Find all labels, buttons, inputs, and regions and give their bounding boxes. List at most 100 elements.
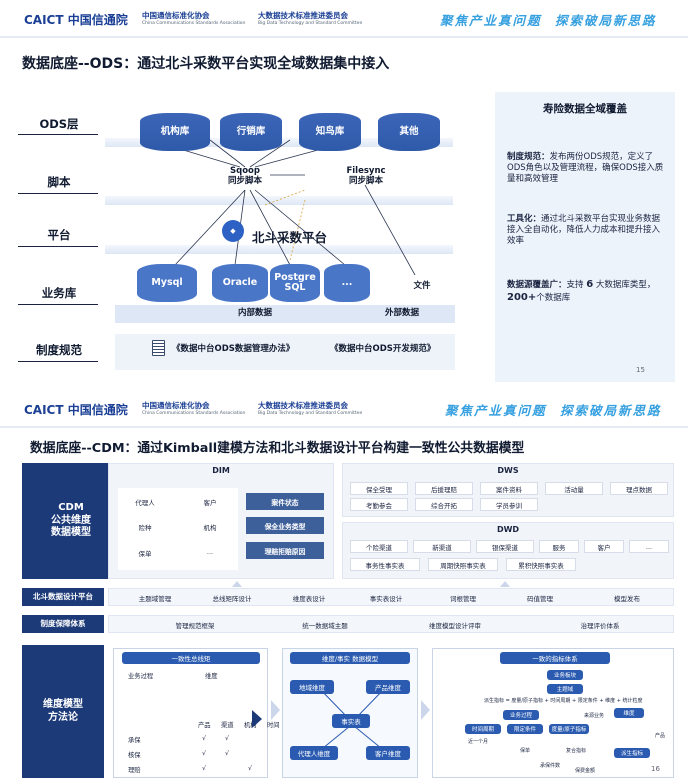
db-name-l2: SQL — [284, 282, 306, 293]
dwd-item: ... — [629, 540, 669, 553]
layer-divider — [18, 246, 98, 247]
ods-table: 行销库 — [220, 113, 282, 151]
index-misc: 承保件数 — [540, 763, 561, 769]
dws-item: 案件资料 — [480, 482, 538, 495]
platform-band — [105, 245, 453, 254]
db-type-count: 6 — [586, 279, 594, 290]
internal-data-label: 内部数据 — [237, 308, 272, 318]
star-dim: 客户维度 — [366, 746, 410, 760]
platform-item: 总线矩阵设计 — [212, 595, 252, 603]
policy-item: 管理规范框架 — [175, 622, 215, 630]
db-count: 200+ — [507, 292, 537, 304]
index-misc: 复合指标 — [566, 748, 587, 754]
layer-divider — [18, 193, 98, 194]
biz-db: ... — [324, 264, 370, 302]
slogan-right: 探索破局新思路 — [560, 403, 662, 418]
check-mark: √ — [225, 750, 230, 757]
index-node: 业务过程 — [503, 710, 539, 720]
policy-item: 统一数据域主题 — [302, 622, 348, 630]
layer-label: ODS层 — [39, 117, 79, 131]
policy-item: 治理评价体系 — [580, 622, 620, 630]
panel-item-coverage: 数据源覆盖广：支持 6 大数据库类型，200+个数据库 — [507, 278, 667, 304]
db-name-l1: Postgre — [274, 272, 316, 284]
bdc-sub: Big Data Technology and Standard Committ… — [258, 21, 363, 26]
ccsa-name: 中国通信标准化协会 — [142, 401, 210, 410]
platform-item: 维度表设计 — [292, 595, 326, 603]
doc-ods-dev: 《数据中台ODS开发规范》 — [330, 344, 436, 354]
dwd-fact-table: 累积快照事实表 — [506, 558, 576, 571]
ods-table: 其他 — [378, 113, 440, 151]
star-dim: 代理人维度 — [290, 746, 338, 760]
item-body: 大数据库类型， — [593, 280, 656, 290]
item-body: 个数据库 — [536, 293, 571, 304]
policy-row-label: 制度保障体系 — [22, 615, 104, 633]
platform-item: 模型发布 — [614, 595, 640, 603]
db-name: ... — [341, 277, 353, 289]
index-misc: 来源业务 — [584, 713, 605, 719]
layer-label: 脚本 — [47, 175, 71, 189]
layer-label: 平台 — [47, 228, 71, 242]
script-type: 同步脚本 — [348, 175, 383, 186]
page-number: 16 — [651, 765, 660, 773]
script-band — [105, 196, 453, 205]
external-data-label: 外部数据 — [384, 308, 419, 318]
bdc-sub: Big Data Technology and Standard Committ… — [258, 411, 363, 416]
arrow-icon — [271, 700, 280, 720]
caict-logo: CAICT 中国信通院 — [24, 403, 128, 417]
slide-title: 数据底座--CDM：通过Kimball建模方法和北斗数据设计平台构建一致性公共数… — [30, 441, 525, 456]
bus-col: 产品 — [198, 722, 211, 729]
bus-col: 渠道 — [221, 722, 234, 729]
dim-dark-item: 案件状态 — [246, 493, 324, 510]
dws-item: 综合开拓 — [415, 498, 473, 511]
index-node: 时间周期 — [465, 724, 501, 734]
dim-title: DIM — [212, 466, 230, 475]
check-mark: √ — [202, 735, 207, 742]
method-label: 维度模型 方法论 — [22, 645, 104, 778]
up-arrow — [232, 581, 242, 587]
index-misc: 产品 — [655, 733, 666, 739]
layer-label: 业务库 — [41, 286, 77, 300]
index-system-title: 一致的指标体系 — [500, 652, 610, 664]
bdc-name: 大数据技术标准推进委员会 — [258, 401, 348, 410]
check-mark: √ — [248, 765, 253, 772]
dws-item: 考勤参会 — [350, 498, 408, 511]
item-head: 制度规范： — [507, 152, 550, 162]
dim-dark-item: 保全业务类型 — [246, 517, 324, 534]
ods-table: 机构库 — [140, 113, 210, 151]
dws-item: 理点数据 — [610, 482, 668, 495]
item-body: 通过北斗采数平台实现业务数据接入全自动化，降低人力成本和提升接入效率 — [507, 214, 661, 247]
index-node: 业务板块 — [547, 670, 583, 680]
coverage-panel — [495, 92, 675, 382]
layer-divider — [18, 361, 98, 362]
index-node: 主题域 — [547, 684, 583, 694]
slide-title: 数据底座--ODS：通过北斗采数平台实现全域数据集中接入 — [22, 56, 390, 72]
page-number: 15 — [636, 366, 645, 374]
policy-item: 维度模型设计评审 — [429, 622, 481, 630]
script-type: 同步脚本 — [227, 175, 262, 186]
script-name: Sqoop — [230, 166, 260, 176]
arrow-icon — [252, 710, 262, 728]
dwd-item: 客户 — [584, 540, 624, 553]
index-misc: 保单 — [520, 748, 531, 754]
doc-ods-mgmt: 《数据中台ODS数据管理办法》 — [172, 344, 295, 354]
item-body: 发布两份ODS规范，定义了ODS角色以及管理流程，确保ODS接入质量和高效管理 — [507, 152, 664, 185]
dwd-fact-table: 事务性事实表 — [350, 558, 420, 571]
bus-row: 承保 — [128, 737, 141, 744]
bus-matrix-title: 一致性总线矩 — [122, 652, 260, 664]
index-formula: 派生指标 = 度量/原子指标 + 时间周期 + 限定条件 + 维度 + 统计粒度 — [484, 698, 643, 704]
caict-logo: CAICT 中国信通院 — [24, 13, 128, 27]
biz-band — [115, 305, 455, 323]
arrow-icon — [421, 700, 430, 720]
db-name: Oracle — [222, 277, 258, 289]
bus-header: 维度 — [205, 673, 218, 680]
platform-name: 北斗采数平台 — [252, 230, 328, 245]
bus-matrix-panel — [113, 648, 268, 778]
policy-row — [108, 615, 674, 633]
panel-title: 寿险数据全域覆盖 — [543, 103, 627, 115]
